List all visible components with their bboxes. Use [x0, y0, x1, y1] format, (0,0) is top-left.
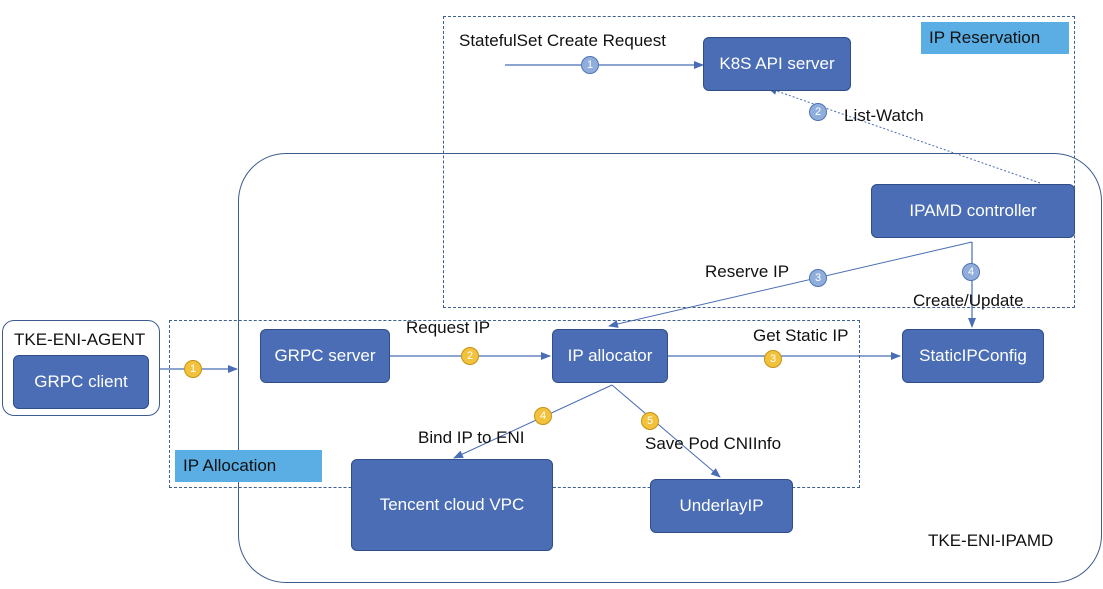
get-static-ip-label: Get Static IP	[753, 326, 849, 345]
reservation-step-3-badge: 3	[809, 269, 827, 287]
statefulset-label: StatefulSet Create Request	[459, 31, 666, 50]
tke-eni-agent-label: TKE-ENI-AGENT	[14, 330, 146, 349]
ip-allocator-node[interactable]: IP allocator	[552, 329, 668, 383]
reservation-step-2-badge: 2	[809, 103, 827, 121]
save-pod-arrow	[611, 384, 721, 478]
list-watch-label: List-Watch	[844, 106, 924, 125]
tencent-cloud-vpc-node[interactable]: Tencent cloud VPC	[351, 459, 553, 551]
tke-eni-ipamd-label: TKE-ENI-IPAMD	[928, 531, 1054, 550]
reserve-ip-arrow	[608, 241, 973, 328]
grpc-server-node[interactable]: GRPC server	[260, 329, 390, 383]
k8s-api-server-node[interactable]: K8S API server	[703, 37, 851, 91]
request-ip-label: Request IP	[406, 318, 491, 337]
ipamd-region	[238, 153, 1102, 583]
grpc-client-node[interactable]: GRPC client	[13, 355, 149, 409]
allocation-step-1-badge: 1	[184, 360, 202, 378]
static-ip-config-node[interactable]: StaticIPConfig	[902, 329, 1044, 383]
reservation-step-4-badge: 4	[962, 263, 980, 281]
ip-allocation-tag: IP Allocation	[175, 450, 322, 482]
allocation-step-5-badge: 5	[641, 412, 659, 430]
bind-ip-arrow	[453, 384, 613, 459]
underlay-ip-node[interactable]: UnderlayIP	[650, 479, 793, 533]
reservation-step-1-badge: 1	[581, 56, 599, 74]
bind-ip-label: Bind IP to ENI	[418, 428, 525, 447]
allocation-step-3-badge: 3	[764, 350, 782, 368]
allocation-step-4-badge: 4	[534, 407, 552, 425]
ip-reservation-tag: IP Reservation	[921, 22, 1069, 54]
allocation-step-2-badge: 2	[461, 347, 479, 365]
save-pod-label: Save Pod CNIInfo	[645, 434, 782, 453]
ipamd-controller-node[interactable]: IPAMD controller	[871, 184, 1075, 238]
create-update-label: Create/Update	[913, 291, 1024, 310]
reserve-ip-label: Reserve IP	[705, 262, 790, 281]
